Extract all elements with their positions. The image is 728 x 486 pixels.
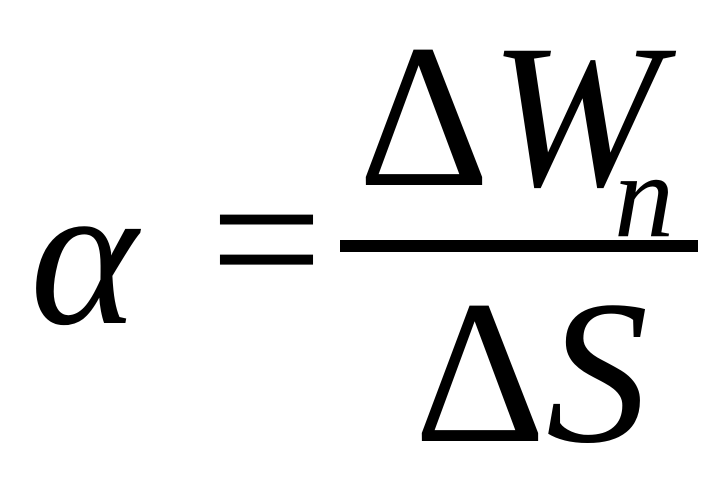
alpha-symbol: α (30, 141, 138, 368)
numerator-variable: W (489, 3, 661, 230)
numerator: ΔW (358, 14, 661, 219)
numerator-delta-symbol: Δ (358, 3, 490, 230)
denominator-delta-symbol: Δ (414, 259, 546, 486)
equals-sign: = (210, 129, 323, 350)
fraction-bar (340, 240, 698, 252)
denominator: ΔS (414, 270, 648, 475)
numerator-subscript: n (614, 129, 674, 262)
denominator-variable: S (545, 259, 649, 486)
